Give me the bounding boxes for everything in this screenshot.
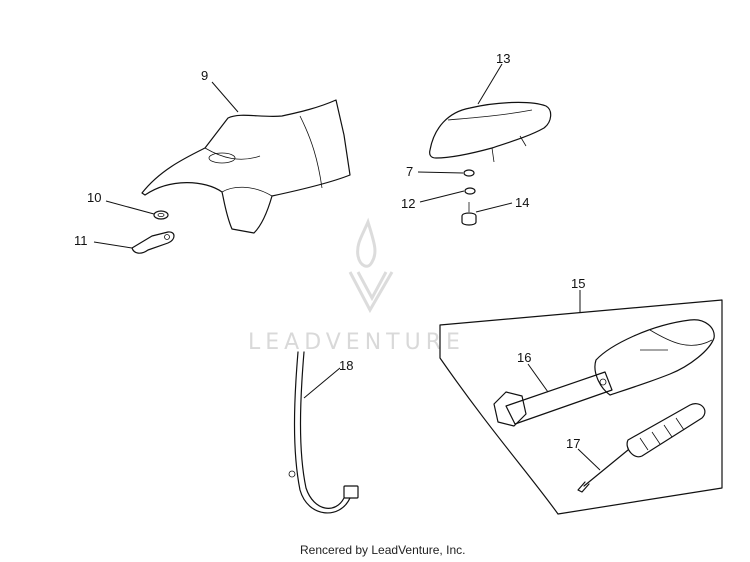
leader-7 [417, 171, 464, 174]
callout-14: 14 [515, 195, 529, 210]
leader-17 [577, 448, 601, 471]
callout-10: 10 [87, 190, 101, 205]
part-15-tool-bag [594, 319, 715, 396]
part-14-knob [461, 202, 477, 226]
footer-credit: Rencered by LeadVenture, Inc. [300, 543, 465, 557]
leader-13 [477, 63, 503, 105]
leader-11 [93, 241, 133, 249]
watermark-logo [348, 217, 394, 314]
callout-18: 18 [339, 358, 353, 373]
callout-9: 9 [201, 68, 208, 83]
leader-14 [475, 202, 513, 213]
leader-lines [93, 63, 601, 471]
part-13-seat [429, 101, 552, 163]
callout-11: 11 [74, 233, 88, 248]
callout-12: 12 [401, 196, 415, 211]
part-7-washer [463, 169, 475, 177]
part-9-seat-cowl [141, 99, 351, 234]
callout-7: 7 [406, 164, 413, 179]
leader-16 [527, 363, 549, 393]
part-16-plug-wrench [493, 371, 613, 427]
callout-16: 16 [517, 350, 531, 365]
callout-13: 13 [496, 51, 510, 66]
callout-17: 17 [566, 436, 580, 451]
part-11-bracket [131, 231, 175, 254]
leader-9 [211, 81, 239, 113]
part-12-washer [464, 187, 476, 195]
part-18-cable [288, 351, 359, 514]
watermark-text: LEADVENTURE [248, 330, 465, 355]
part-15-tool-kit-outline [439, 299, 723, 515]
part-10-washer [153, 210, 169, 220]
part-17-screwdriver [577, 403, 706, 493]
leader-18 [303, 367, 341, 399]
callout-15: 15 [571, 276, 585, 291]
leader-12 [419, 190, 465, 203]
leader-10 [105, 200, 155, 215]
